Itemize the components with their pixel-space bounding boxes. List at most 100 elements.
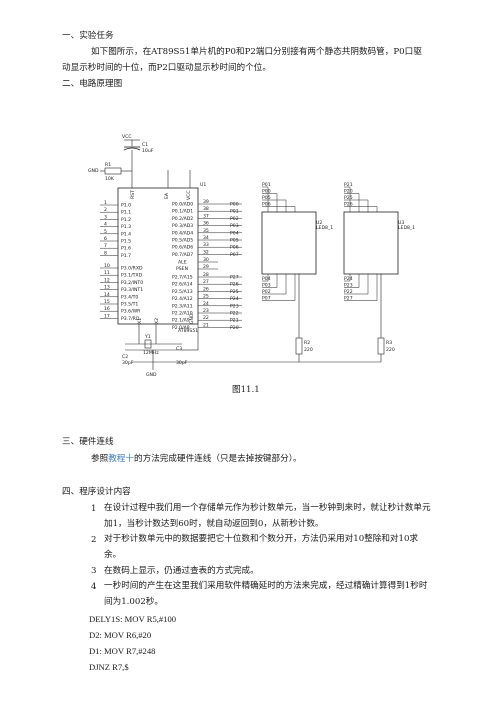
p3-pin-name: P3.6/WR bbox=[121, 309, 141, 315]
p1-pin-number: 1 bbox=[104, 200, 107, 206]
ea-pin: EA bbox=[164, 192, 170, 199]
u3-bottom-net-label: P27 bbox=[344, 296, 353, 302]
p0-net-label: P01 bbox=[230, 209, 239, 215]
p2-net-label: P24 bbox=[230, 296, 239, 302]
psen-pin-name: PSEN bbox=[176, 266, 188, 272]
p0-pin-name: P0.5/AD5 bbox=[172, 238, 193, 244]
p0-net-label: P00 bbox=[230, 202, 239, 208]
p1-pin-name: P1.5 bbox=[121, 239, 131, 245]
p0-pin-number: 32 bbox=[203, 249, 209, 255]
p3-pin-name: P3.1/TXD bbox=[121, 273, 143, 279]
p0-net-label: P05 bbox=[230, 238, 239, 244]
p0-pin-number: 36 bbox=[203, 221, 209, 227]
vcc-label: VCC bbox=[122, 134, 132, 140]
r1-label: R1 bbox=[105, 162, 111, 168]
p3-pin-number: 10 bbox=[104, 263, 110, 269]
u3-label: U3 bbox=[398, 220, 404, 226]
u3-bottom-net-label: P23 bbox=[344, 283, 353, 289]
p1-pin-name: P1.2 bbox=[121, 217, 131, 223]
p2-net-label: P22 bbox=[230, 311, 239, 317]
u2-bottom-net-label: P04 bbox=[262, 276, 271, 282]
p2-pin-number: 28 bbox=[203, 272, 209, 278]
x1-pin: X1 bbox=[137, 318, 143, 324]
p1-pin-number: 3 bbox=[104, 214, 107, 220]
p2-pin-name: P2.2/A10 bbox=[172, 311, 193, 317]
u1-chip-body bbox=[117, 187, 199, 325]
r3-label: R3 bbox=[386, 340, 392, 346]
y1-label: Y1 bbox=[144, 334, 151, 340]
item-3-text: 在数码上显示，仍通过查表的方式完成。 bbox=[104, 566, 259, 576]
code-line-3: D1: MOV R7,#248 bbox=[89, 646, 156, 656]
u2-top-net-label: P05 bbox=[262, 195, 271, 201]
p2-pin-number: 21 bbox=[203, 322, 209, 328]
p2-net-label: P25 bbox=[230, 289, 239, 295]
p0-pin-name: P0.3/AD3 bbox=[172, 223, 193, 229]
p3-pin-name: P3.7/RD bbox=[121, 316, 140, 322]
figure-caption: 图11.1 bbox=[232, 385, 260, 395]
ale-pin-number: 30 bbox=[203, 257, 209, 263]
p0-pin-name: P0.7/AD7 bbox=[172, 252, 193, 258]
item-2-text: 对于秒计数单元中的数据要把它十位数和个数分开，方法仍采用对10整除和对10求余。 bbox=[104, 534, 419, 560]
u3-display bbox=[343, 211, 399, 275]
p0-pin-name: P0.0/AD0 bbox=[172, 202, 193, 208]
u2-top-net-label: P06 bbox=[262, 202, 271, 208]
code-line-1: DELY1S: MOV R5,#100 bbox=[89, 614, 177, 624]
p0-pin-number: 34 bbox=[203, 235, 209, 241]
p2-pin-name: P2.4/A12 bbox=[172, 296, 193, 302]
p1-pin-number: 6 bbox=[104, 236, 107, 242]
u2-bottom-net-label: P02 bbox=[262, 289, 271, 295]
u2-top-net-label: P00 bbox=[262, 189, 271, 195]
p0-net-label: P03 bbox=[230, 223, 239, 229]
item-4-text: 一秒时间的产生在这里我们采用软件精确延时的方法来完成，经过精确计算得到1秒时间为… bbox=[104, 581, 428, 607]
p1-pin-name: P1.7 bbox=[121, 253, 131, 259]
p0-pin-name: P0.2/AD2 bbox=[172, 216, 193, 222]
wiring-suffix: 的方法完成硬件连线（只是去掉按键部分）。 bbox=[134, 454, 302, 464]
chip-name: AT89S51 bbox=[178, 328, 198, 334]
u2-type: LED8_1 bbox=[316, 225, 333, 231]
p3-pin-number: 12 bbox=[104, 277, 110, 283]
p1-pin-number: 7 bbox=[104, 243, 107, 249]
item-1-text: 在设计过程中我们用一个存储单元作为秒计数单元，当一秒钟到来时，就让秒计数单元加1… bbox=[104, 503, 431, 529]
code-line-4: DJNZ R7,$ bbox=[89, 662, 129, 672]
u2-bottom-net-label: P03 bbox=[262, 283, 271, 289]
p2-pin-name: P2.1/A9 bbox=[172, 318, 190, 324]
p0-pin-name: P0.4/AD4 bbox=[172, 230, 193, 236]
p2-net-label: P27 bbox=[230, 275, 239, 281]
ale-pin-name: ALE bbox=[178, 260, 187, 266]
p2-net-label: P26 bbox=[230, 282, 239, 288]
tutorial-link[interactable]: 教程十 bbox=[108, 454, 134, 464]
p2-pin-number: 23 bbox=[203, 308, 209, 314]
p1-pin-number: 2 bbox=[104, 207, 107, 213]
p2-pin-number: 24 bbox=[203, 301, 209, 307]
p2-pin-number: 22 bbox=[203, 315, 209, 321]
u2-bottom-net-label: P07 bbox=[262, 296, 271, 302]
item-4-num: 4 bbox=[91, 582, 97, 592]
p3-pin-name: P3.2/INT0 bbox=[121, 280, 143, 286]
p2-pin-name: P2.7/A15 bbox=[172, 275, 193, 281]
schematic-heading: 二、电路原理图 bbox=[62, 79, 123, 89]
p0-pin-number: 35 bbox=[203, 228, 209, 234]
vcc-pin: VCC bbox=[186, 190, 192, 200]
p1-pin-name: P1.3 bbox=[121, 224, 131, 230]
r2-label: R2 bbox=[304, 340, 310, 346]
p3-pin-number: 11 bbox=[104, 270, 110, 276]
rst-pin: RST bbox=[130, 190, 136, 199]
r3-value: 220 bbox=[386, 347, 395, 353]
u2-label: U2 bbox=[316, 220, 322, 226]
p0-pin-number: 39 bbox=[203, 199, 209, 205]
u3-top-net-label: P20 bbox=[344, 189, 353, 195]
u2-display bbox=[261, 211, 317, 275]
p1-pin-number: 8 bbox=[104, 250, 107, 256]
task-text-1: 如下图所示，在AT89S51单片机的P0和P2端口分别接有两个静态共阴数码管，P… bbox=[91, 47, 422, 57]
p3-pin-name: P3.0/RXD bbox=[121, 266, 143, 272]
code-line-2: D2: MOV R6,#20 bbox=[89, 630, 152, 640]
psen-pin-number: 29 bbox=[203, 264, 209, 270]
wiring-heading: 三、硬件连线 bbox=[62, 437, 114, 447]
item-2-num: 2 bbox=[91, 535, 97, 545]
p0-pin-number: 37 bbox=[203, 213, 209, 219]
gnd-label: GND bbox=[88, 168, 99, 174]
u3-top-net-label: P26 bbox=[344, 202, 353, 208]
gnd2-label: GND bbox=[146, 372, 157, 378]
p1-pin-name: P1.6 bbox=[121, 246, 131, 252]
p3-pin-name: P3.4/T0 bbox=[121, 294, 138, 300]
